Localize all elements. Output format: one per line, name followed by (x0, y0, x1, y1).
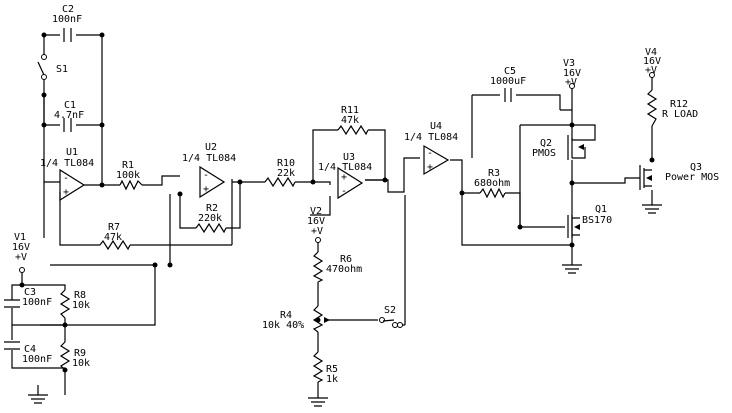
r6-name: R6 (340, 254, 352, 265)
c5-value: 1000uF (490, 76, 526, 87)
v3-name: V3 (563, 58, 575, 69)
r10-name: R10 (277, 158, 295, 169)
q2-name: Q2 (540, 138, 552, 149)
u1-name: U1 (66, 147, 78, 158)
v4-name: V4 (645, 47, 657, 58)
switch-symbols (37, 54, 403, 328)
c1-value: 4.7nF (54, 110, 84, 121)
junctions (19, 32, 655, 373)
u2-name: U2 (205, 142, 217, 153)
u2-minus-label: - (203, 170, 209, 181)
q1-name: Q1 (595, 204, 607, 215)
capacitor-symbols (4, 28, 512, 350)
r2-name: R2 (206, 203, 218, 214)
v3-value: 16V (563, 68, 581, 79)
opamp-pin-labels: - + - + + - - + (63, 148, 433, 198)
component-labels: C2 100nF S1 C1 4.7nF U1 1/4 TL084 R1 100… (12, 4, 719, 385)
c4-name: C4 (24, 344, 36, 355)
u2-plus-label: + (203, 184, 209, 195)
r7-value: 47k (104, 232, 122, 243)
r11-name: R11 (341, 105, 359, 116)
pot-wiper-arrow (324, 317, 330, 323)
c2-name: C2 (62, 4, 74, 15)
c2-value: 100nF (52, 14, 82, 25)
c1-name: C1 (64, 100, 76, 111)
c3-value: 100nF (22, 297, 52, 308)
s1-name: S1 (56, 64, 68, 75)
u4-minus-label: - (427, 148, 433, 159)
r9-name: R9 (74, 348, 86, 359)
u1-plus-label: + (63, 187, 69, 198)
opamp-symbols (59, 144, 450, 202)
v1-name: V1 (14, 232, 26, 243)
r3-value: 680ohm (474, 178, 510, 189)
r8-name: R8 (74, 290, 86, 301)
u3-plus-label: + (341, 172, 347, 183)
r5-value: 1k (326, 374, 338, 385)
v2-rail: +V (311, 226, 323, 237)
r12-value: R LOAD (662, 109, 698, 120)
wires (11, 34, 653, 398)
r8-value: 10k (72, 300, 90, 311)
r2-value: 220k (198, 213, 222, 224)
q1-part: BS170 (582, 215, 612, 226)
r9-value: 10k (72, 358, 90, 369)
resistor-symbols (59, 89, 658, 383)
r10-value: 22k (277, 168, 295, 179)
u4-name: U4 (430, 121, 442, 132)
r12-name: R12 (670, 99, 688, 110)
r1-value: 100k (116, 170, 140, 181)
u1-part: 1/4 TL084 (40, 158, 94, 169)
c3-name: C3 (24, 287, 36, 298)
q3-name: Q3 (690, 162, 702, 173)
v3-rail: +V (565, 77, 577, 88)
r3-name: R3 (488, 168, 500, 179)
v2-value: 16V (307, 216, 325, 227)
supply-terminals (19, 72, 655, 273)
r4-name: R4 (280, 310, 292, 321)
mosfet-arrows (574, 144, 652, 230)
r6-value: 470ohm (326, 264, 362, 275)
u4-part: 1/4 TL084 (404, 132, 458, 143)
q2-part: PMOS (532, 148, 556, 159)
c5-name: C5 (504, 66, 516, 77)
u3-name: U3 (343, 152, 355, 163)
r4-value: 10k 40% (262, 320, 304, 331)
s2-name: S2 (384, 305, 396, 316)
v4-rail: +V (645, 65, 657, 76)
u3-minus-label: - (341, 186, 347, 197)
v1-rail: +V (15, 252, 27, 263)
q3-part: Power MOS (665, 172, 719, 183)
u3-part: 1/4 TL084 (318, 162, 372, 173)
u2-part: 1/4 TL084 (182, 153, 236, 164)
mosfet-symbols (550, 135, 652, 238)
u4-plus-label: + (427, 162, 433, 173)
r7-name: R7 (108, 222, 120, 233)
r1-name: R1 (122, 160, 134, 171)
c4-value: 100nF (22, 354, 52, 365)
v4-value: 16V (643, 56, 661, 67)
v2-name: V2 (310, 206, 322, 217)
r5-name: R5 (326, 364, 338, 375)
u1-minus-label: - (63, 173, 69, 184)
v1-value: 16V (12, 242, 30, 253)
r11-value: 47k (341, 115, 359, 126)
ground-symbols (28, 204, 662, 407)
